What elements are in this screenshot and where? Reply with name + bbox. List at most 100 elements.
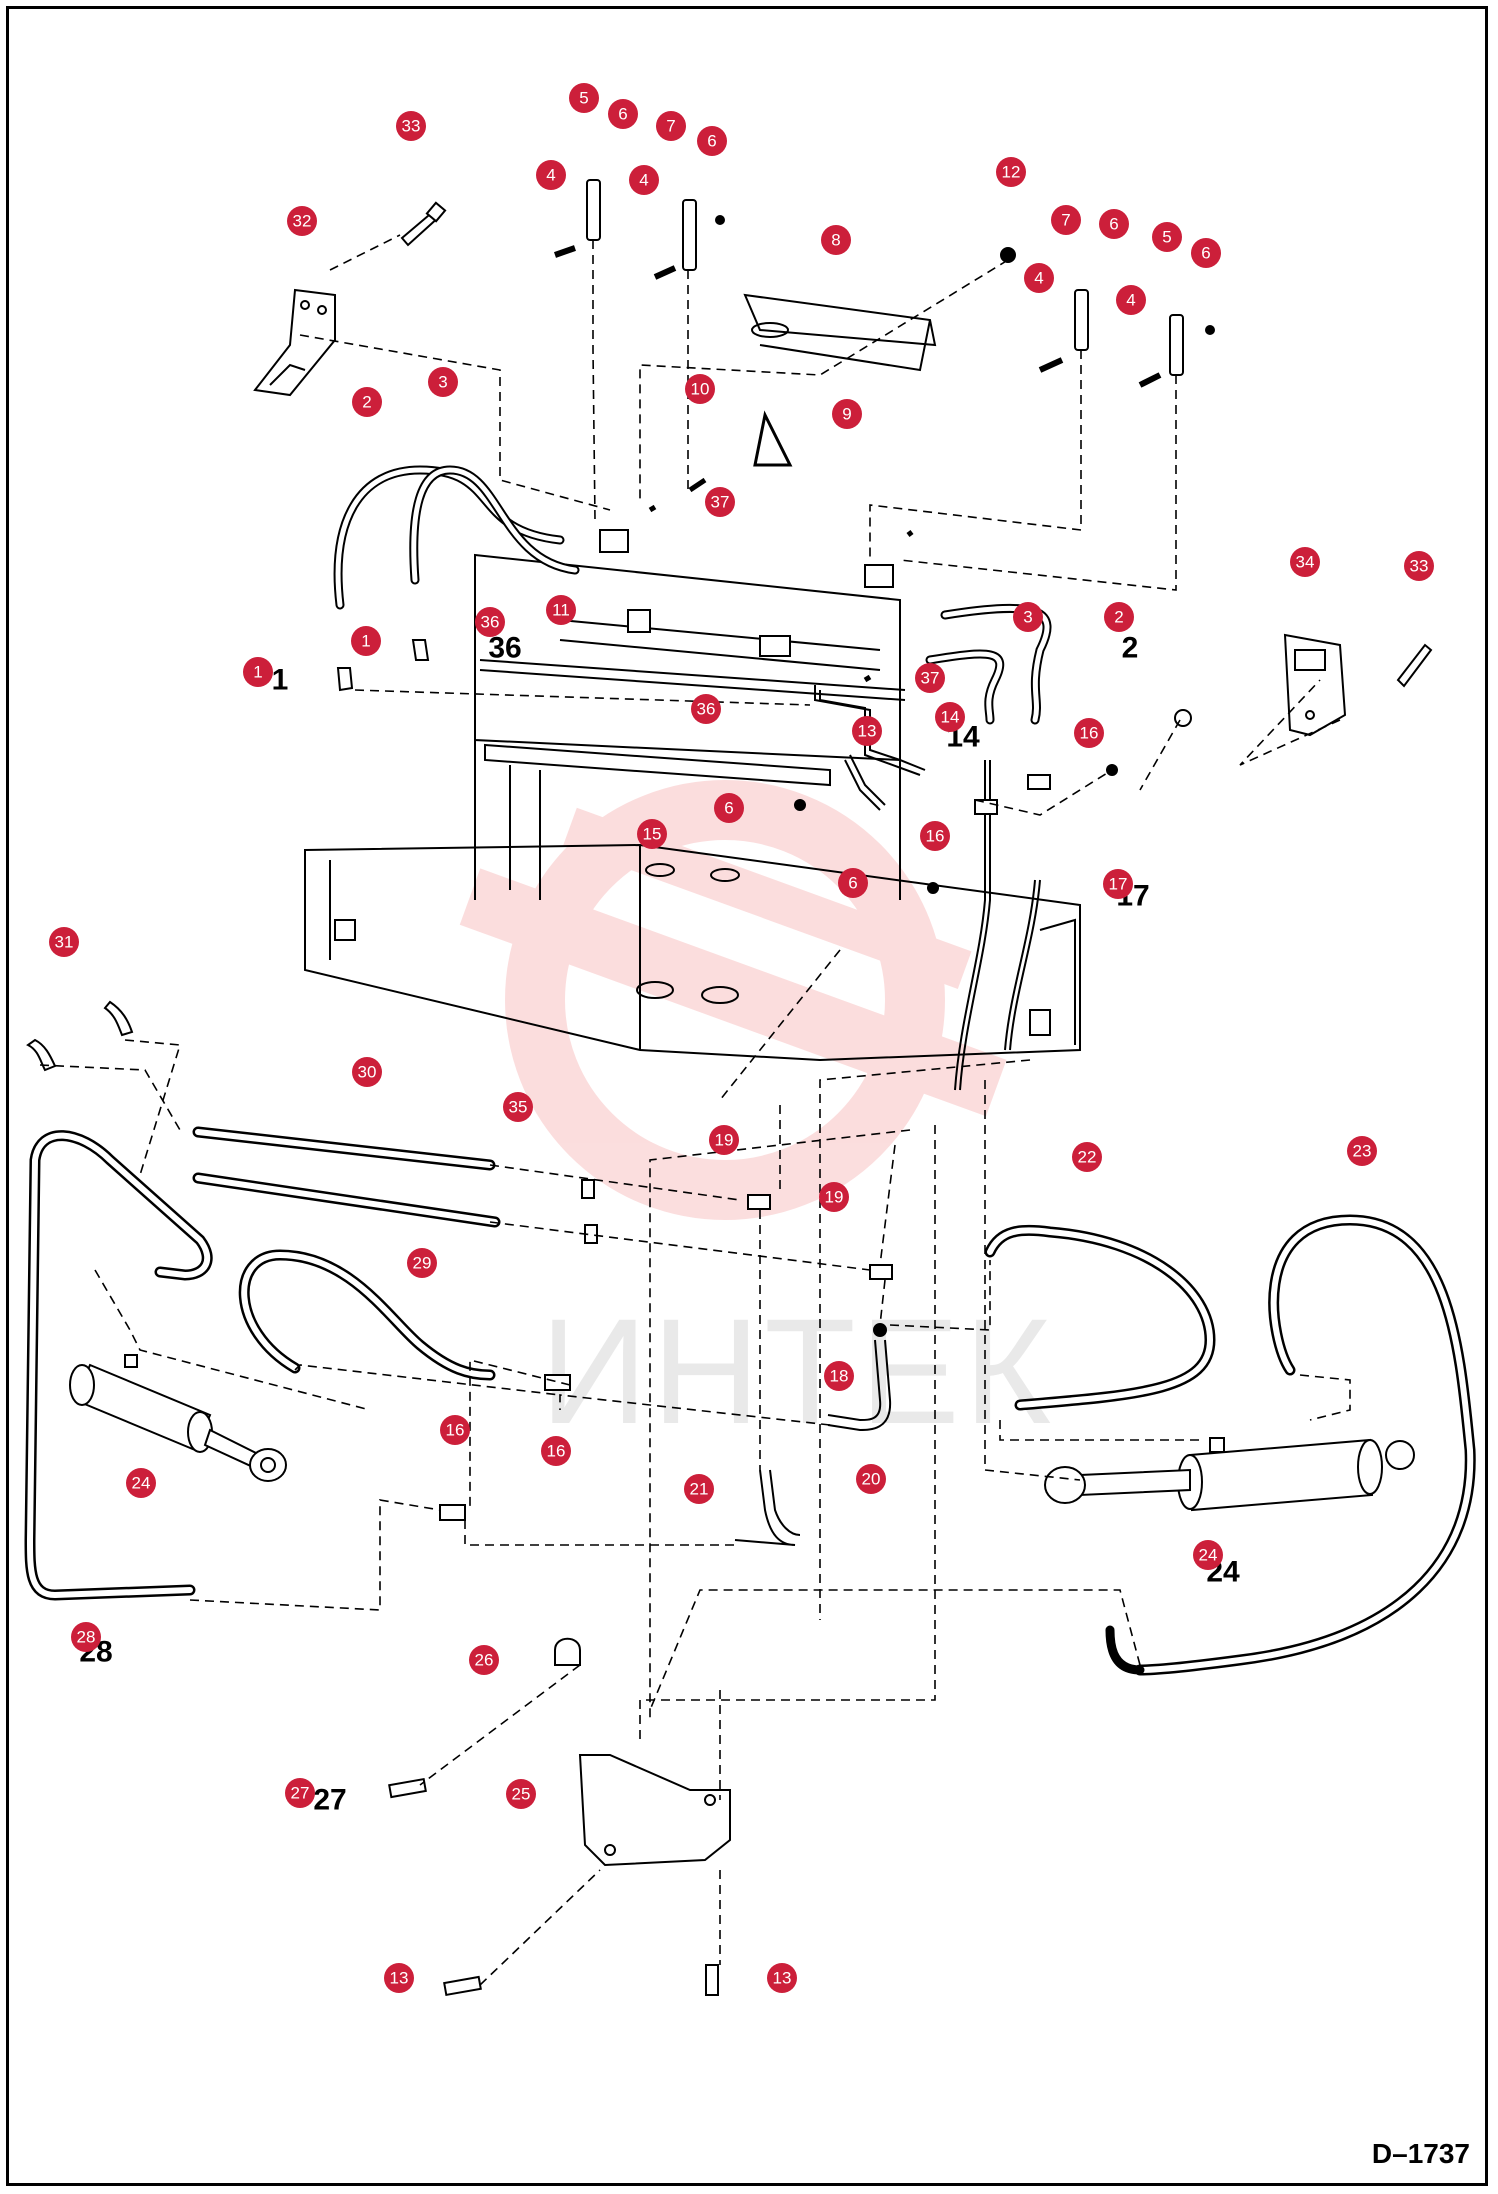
callout-marker	[824, 1361, 854, 1391]
callout-number: 18	[830, 1367, 849, 1386]
part-number-label: 36	[488, 632, 521, 665]
hose-28	[24, 1130, 213, 1601]
callout-marker	[1347, 1136, 1377, 1166]
callout-marker	[541, 1436, 571, 1466]
clamp-26	[554, 1637, 581, 1666]
upper-hoses	[333, 465, 1052, 725]
elbow-fittings-1	[336, 639, 430, 692]
callout-number: 16	[446, 1421, 465, 1440]
callout-16: 16	[1074, 718, 1104, 748]
callout-24: 24	[1193, 1540, 1223, 1570]
bolt-27	[388, 1777, 427, 1799]
callout-marker	[838, 868, 868, 898]
callout-marker	[1152, 222, 1182, 252]
callout-13: 13	[384, 1963, 414, 1993]
callout-5: 5	[1152, 222, 1182, 252]
bolt-33-right	[1396, 643, 1433, 688]
callout-number: 9	[842, 405, 851, 424]
callout-marker	[428, 367, 458, 397]
part-number-label: 27	[313, 1784, 346, 1817]
callout-number: 5	[579, 89, 588, 108]
callout-6: 6	[714, 793, 744, 823]
callout-27: 27	[285, 1778, 315, 1808]
bracket-8	[743, 293, 937, 372]
callout-marker	[1103, 869, 1133, 899]
tubes-17	[954, 760, 1041, 1091]
callout-number: 37	[921, 669, 940, 688]
callout-marker	[1074, 718, 1104, 748]
callout-marker	[1024, 263, 1054, 293]
callout-number: 33	[402, 117, 421, 136]
callout-number: 4	[1034, 269, 1043, 288]
callout-4: 4	[536, 160, 566, 190]
callout-marker	[1290, 547, 1320, 577]
callout-number: 2	[362, 393, 371, 412]
callout-number: 29	[413, 1254, 432, 1273]
callout-number: 22	[1078, 1148, 1097, 1167]
callout-number: 32	[293, 212, 312, 231]
hose-22	[984, 1224, 1216, 1411]
callout-number: 7	[666, 117, 675, 136]
callout-number: 30	[358, 1063, 377, 1082]
callout-21: 21	[684, 1474, 714, 1504]
callout-marker	[440, 1415, 470, 1445]
callout-number: 11	[552, 601, 570, 620]
bolt-33	[400, 201, 447, 247]
callout-25: 25	[506, 1779, 536, 1809]
callout-3: 3	[1013, 602, 1043, 632]
callout-number: 21	[690, 1480, 709, 1499]
callout-number: 13	[773, 1969, 792, 1988]
callout-29: 29	[407, 1248, 437, 1278]
main-frame	[304, 553, 1081, 1062]
callout-marker	[285, 1778, 315, 1808]
callout-marker	[685, 374, 715, 404]
callout-number: 6	[1109, 215, 1118, 234]
callout-marker	[1193, 1540, 1223, 1570]
callout-marker	[697, 126, 727, 156]
callout-3: 3	[428, 367, 458, 397]
callout-number: 8	[831, 231, 840, 250]
callout-marker	[915, 663, 945, 693]
callout-number: 27	[291, 1784, 310, 1803]
cylinder-right-24	[1044, 1437, 1415, 1512]
callout-1: 1	[351, 626, 381, 656]
callout-marker	[832, 399, 862, 429]
callout-number: 10	[691, 380, 710, 399]
callout-1: 1	[243, 657, 273, 687]
callout-7: 7	[1051, 205, 1081, 235]
callout-marker	[709, 1125, 739, 1155]
bracket-32	[253, 288, 336, 397]
hoses-30	[192, 1126, 501, 1228]
callout-marker	[821, 225, 851, 255]
callout-marker	[71, 1622, 101, 1652]
callout-number: 6	[724, 799, 733, 818]
callout-37: 37	[705, 487, 735, 517]
callout-number: 31	[55, 933, 74, 952]
callout-number: 6	[848, 874, 857, 893]
callout-15: 15	[637, 819, 667, 849]
callout-number: 34	[1296, 553, 1315, 572]
callout-number: 1	[361, 632, 370, 651]
callout-marker	[920, 821, 950, 851]
elbows-31	[26, 1000, 134, 1072]
callout-marker	[852, 716, 882, 746]
callout-number: 15	[643, 825, 662, 844]
callout-4: 4	[1024, 263, 1054, 293]
callout-number: 14	[941, 708, 960, 727]
callout-number: 36	[481, 613, 500, 632]
callout-marker	[352, 387, 382, 417]
callout-number: 20	[862, 1470, 881, 1489]
callout-26: 26	[469, 1645, 499, 1675]
callout-marker	[546, 595, 576, 625]
hose-29	[238, 1249, 496, 1381]
callout-2: 2	[1104, 602, 1134, 632]
callout-12: 12	[996, 157, 1026, 187]
callout-marker	[506, 1779, 536, 1809]
callout-marker	[1051, 205, 1081, 235]
callout-marker	[396, 111, 426, 141]
callout-marker	[1404, 551, 1434, 581]
callout-16: 16	[920, 821, 950, 851]
callout-number: 12	[1002, 163, 1021, 182]
